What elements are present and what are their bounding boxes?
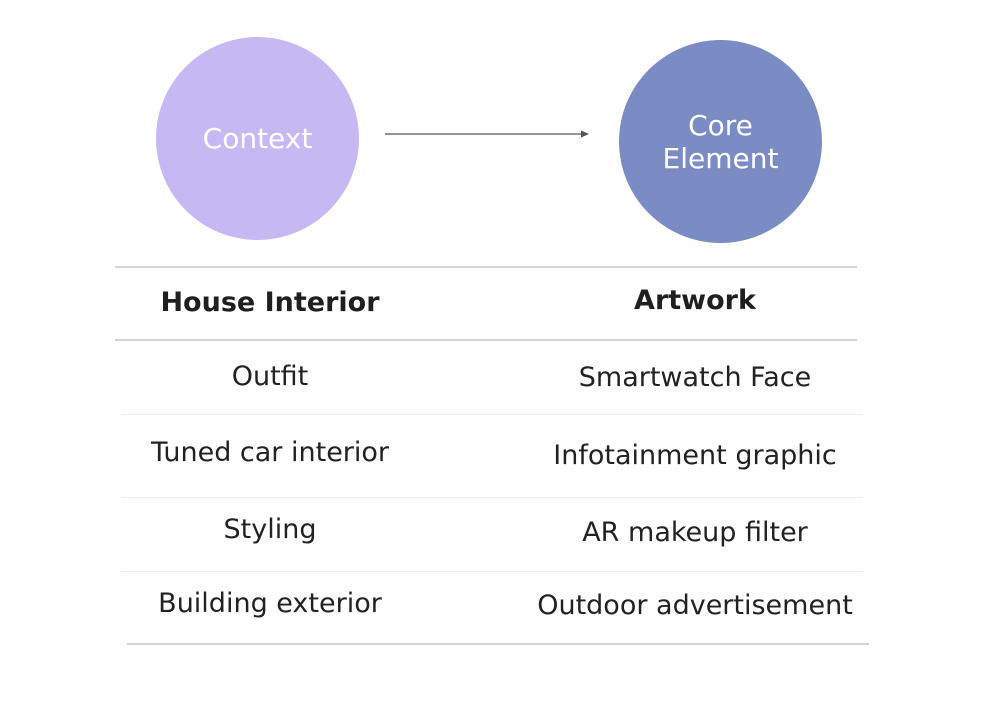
table-row-divider <box>121 571 863 572</box>
table-header-house-interior: House Interior <box>160 287 380 318</box>
table-row-divider <box>121 497 863 498</box>
table-cell-context: Outfit <box>231 361 309 392</box>
core-element-node: Core Element <box>619 40 822 243</box>
table-cell-context: Building exterior <box>158 588 382 619</box>
table-bottom-rule <box>127 643 869 645</box>
table-cell-core-element: AR makeup filter <box>582 517 808 548</box>
table-header-artwork: Artwork <box>634 285 756 316</box>
table-cell-core-element: Smartwatch Face <box>578 362 812 393</box>
table-top-rule <box>115 266 857 268</box>
table-cell-core-element: Outdoor advertisement <box>537 590 853 621</box>
table-row-divider <box>121 414 863 415</box>
core-element-node-label: Core Element <box>662 108 779 175</box>
arrow-connector <box>385 130 589 138</box>
table-cell-context: Styling <box>223 514 317 545</box>
table-cell-context: Tuned car interior <box>150 437 390 468</box>
table-header-rule <box>115 339 857 341</box>
table-cell-core-element: Infotainment graphic <box>553 440 837 471</box>
context-node-label: Context <box>202 122 313 155</box>
context-node: Context <box>156 37 359 240</box>
